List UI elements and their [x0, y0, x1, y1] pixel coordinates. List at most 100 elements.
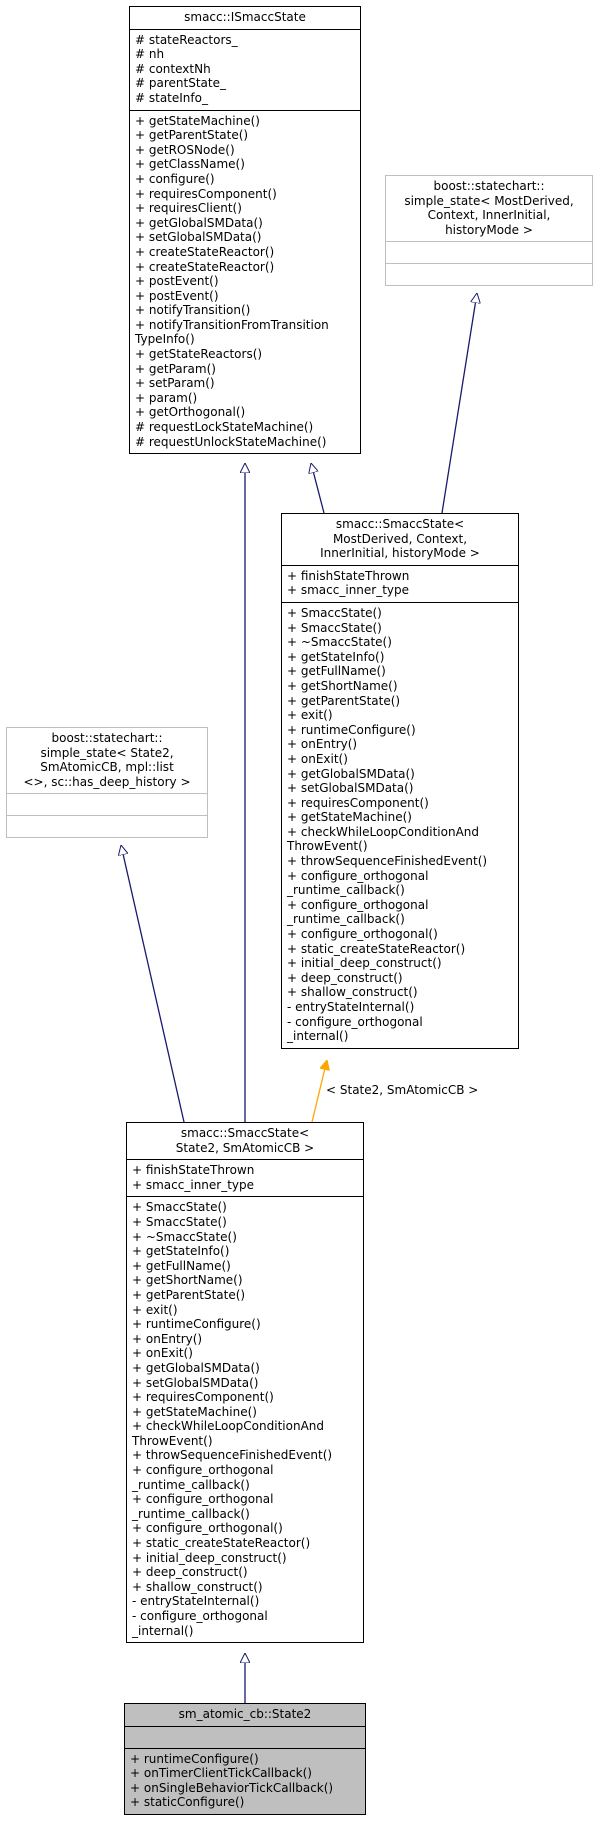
method-item: + getGlobalSMData() — [287, 766, 415, 781]
method-item: + createStateReactor() — [135, 244, 275, 259]
edge-smacc-state2-to-smacc-template — [311, 1060, 327, 1123]
method-item: + onEntry() — [132, 1331, 203, 1346]
class-title-line: SmAtomicCB, mpl::list — [40, 760, 174, 775]
attribute-item: # stateReactors_ — [135, 32, 238, 47]
method-item: + throwSequenceFinishedEvent() — [132, 1448, 333, 1463]
method-item: + exit() — [287, 708, 333, 723]
class-smacc-state-template[interactable]: smacc::SmaccState<MostDerived, Context,I… — [281, 513, 519, 1049]
method-item: + getShortName() — [287, 678, 398, 693]
method-item: + getShortName() — [132, 1273, 243, 1288]
method-item: + getStateInfo() — [132, 1244, 230, 1259]
class-title-line: Context, InnerInitial, — [427, 208, 551, 223]
method-item: - configure_orthogonal — [132, 1609, 268, 1623]
method-item: + getStateMachine() — [287, 810, 412, 825]
method-item: + checkWhileLoopConditionAnd — [132, 1419, 324, 1434]
attribute-item: + finishStateThrown — [132, 1163, 255, 1178]
class-methods: + getStateMachine()+ getParentState()+ g… — [130, 109, 360, 454]
method-item: + staticConfigure() — [130, 1795, 245, 1810]
class-boost-simple-state-generic[interactable]: boost::statechart::simple_state< MostDer… — [385, 175, 593, 287]
attribute-item: + finishStateThrown — [287, 568, 410, 583]
class-attributes: + finishStateThrown+ smacc_inner_type — [127, 1159, 363, 1196]
method-item: # requestUnlockStateMachine() — [135, 434, 327, 449]
method-item: + setGlobalSMData() — [135, 230, 262, 245]
method-item: + postEvent() — [135, 288, 219, 303]
method-item: + getStateReactors() — [135, 347, 263, 362]
method-item: TypeInfo() — [135, 332, 195, 347]
method-item: + onTimerClientTickCallback() — [130, 1766, 312, 1781]
class-methods: + runtimeConfigure()+ onTimerClientTickC… — [125, 1747, 365, 1814]
method-item: + configure_orthogonal — [132, 1492, 274, 1507]
method-item: + throwSequenceFinishedEvent() — [287, 854, 488, 869]
class-attributes — [386, 241, 592, 263]
method-item: + getParam() — [135, 361, 216, 376]
class-state2[interactable]: sm_atomic_cb::State2 + runtimeConfigure(… — [124, 1703, 366, 1815]
class-title: smacc::SmaccState<MostDerived, Context,I… — [282, 514, 518, 565]
method-item: + configure() — [135, 171, 215, 186]
method-item: + static_createStateReactor() — [287, 941, 466, 956]
method-item: + onExit() — [287, 751, 348, 766]
class-title-line: boost::statechart:: — [433, 179, 545, 193]
method-item: + getStateMachine() — [135, 113, 260, 128]
class-title-line: State2, SmAtomicCB > — [175, 1140, 315, 1155]
class-title-line: historyMode > — [445, 222, 533, 237]
class-title-line: simple_state< State2, — [40, 745, 174, 760]
method-item: ThrowEvent() — [132, 1433, 213, 1448]
method-item: + exit() — [132, 1302, 178, 1317]
class-boost-simple-state-state2[interactable]: boost::statechart::simple_state< State2,… — [6, 727, 208, 839]
method-item: - configure_orthogonal — [287, 1014, 423, 1029]
method-item: + getFullName() — [132, 1258, 231, 1273]
class-title-line: <>, sc::has_deep_history > — [23, 774, 191, 789]
method-item: + getGlobalSMData() — [132, 1360, 260, 1375]
method-item: + runtimeConfigure() — [287, 722, 416, 737]
method-item: ThrowEvent() — [287, 839, 368, 854]
method-item: + onEntry() — [287, 737, 358, 752]
method-item: + static_createStateReactor() — [132, 1536, 311, 1551]
edge-smacc-state2-to-boost-state2 — [121, 845, 185, 1123]
template-binding-label: < State2, SmAtomicCB > — [326, 1083, 479, 1097]
method-item: + configure_orthogonal — [132, 1463, 274, 1478]
method-item: + configure_orthogonal — [287, 868, 429, 883]
class-methods: + SmaccState()+ SmaccState()+ ~SmaccStat… — [282, 601, 518, 1048]
class-title-line: sm_atomic_cb::State2 — [178, 1707, 312, 1721]
method-item: + getParentState() — [135, 128, 249, 143]
method-item: + getROSNode() — [135, 142, 235, 157]
method-item: + SmaccState() — [287, 605, 382, 620]
method-item: + requiresComponent() — [135, 186, 277, 201]
method-item: + SmaccState() — [132, 1200, 227, 1215]
method-item: + deep_construct() — [132, 1565, 248, 1580]
method-item: + initial_deep_construct() — [132, 1550, 287, 1565]
class-smacc-state-state2[interactable]: smacc::SmaccState<State2, SmAtomicCB > +… — [126, 1122, 364, 1644]
method-item: - entryStateInternal() — [287, 1000, 415, 1014]
method-item: + param() — [135, 390, 198, 405]
class-title-line: smacc::SmaccState< — [180, 1126, 310, 1140]
method-item: + notifyTransition() — [135, 303, 251, 318]
class-title-line: smacc::SmaccState< — [335, 517, 465, 531]
method-item: _internal() — [287, 1029, 349, 1044]
method-item: + setParam() — [135, 376, 215, 391]
method-item: + notifyTransitionFromTransition — [135, 317, 329, 332]
attribute-item: + smacc_inner_type — [287, 583, 410, 598]
class-attributes — [125, 1725, 365, 1748]
class-title: smacc::SmaccState<State2, SmAtomicCB > — [127, 1123, 363, 1159]
class-attributes — [7, 793, 207, 815]
method-item: + getStateInfo() — [287, 649, 385, 664]
method-item: + postEvent() — [135, 274, 219, 289]
method-item: + runtimeConfigure() — [132, 1317, 261, 1332]
method-item: + requiresComponent() — [132, 1390, 274, 1405]
class-methods — [386, 263, 592, 285]
edge-smacc-template-to-ismacc — [311, 463, 325, 514]
attribute-item: # parentState_ — [135, 76, 226, 91]
method-item: + configure_orthogonal() — [287, 927, 438, 942]
method-item: _internal() — [132, 1623, 194, 1638]
method-item: + ~SmaccState() — [287, 635, 392, 650]
method-item: + SmaccState() — [132, 1214, 227, 1229]
class-ismacc-state[interactable]: smacc::ISmaccState # stateReactors_# nh#… — [129, 6, 361, 455]
class-methods: + SmaccState()+ SmaccState()+ ~SmaccStat… — [127, 1196, 363, 1642]
method-item: + configure_orthogonal() — [132, 1521, 283, 1536]
edge-smacc-template-to-boost-generic — [441, 293, 477, 514]
class-title: smacc::ISmaccState — [130, 7, 360, 29]
class-attributes: # stateReactors_# nh# contextNh# parentS… — [130, 28, 360, 110]
method-item: _runtime_callback() — [132, 1477, 250, 1492]
class-methods — [7, 815, 207, 837]
